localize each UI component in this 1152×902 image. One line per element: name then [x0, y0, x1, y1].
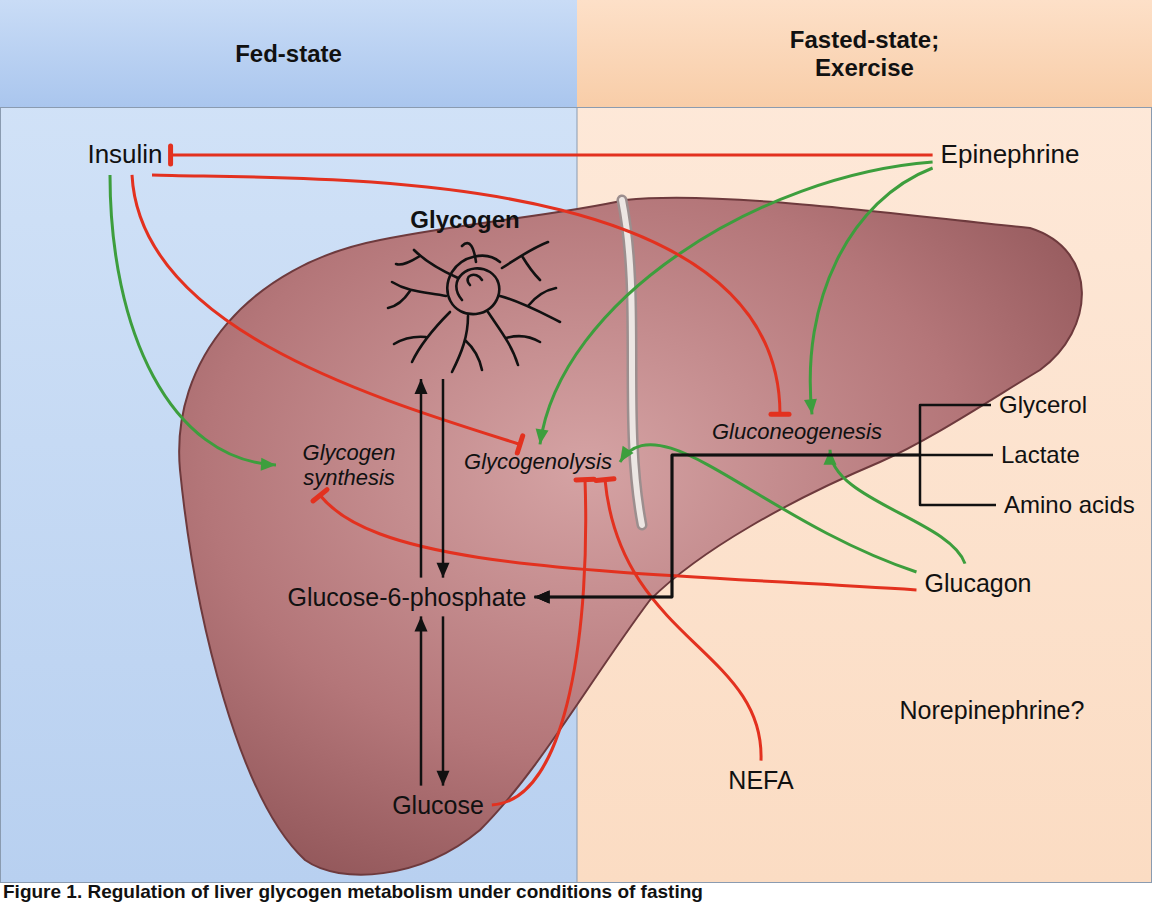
- hormone-label: Epinephrine: [937, 139, 1084, 171]
- node-text: Glycogen synthesis: [284, 440, 414, 491]
- inhibition-connector: [152, 175, 789, 414]
- activation-connector: [415, 616, 428, 785]
- connector-line: [620, 445, 917, 572]
- connector-line: [535, 455, 993, 597]
- inhibition-bar: [168, 146, 173, 164]
- figure-caption: Figure 1. Regulation of liver glycogen m…: [3, 882, 703, 901]
- arrow-head: [415, 379, 428, 394]
- activation-connector: [536, 162, 933, 444]
- node-text: Glycerol: [999, 391, 1087, 419]
- activation-connector: [437, 379, 450, 578]
- node-text: Glycogenolysis: [464, 449, 612, 474]
- process-label: Glycogen synthesis: [280, 439, 420, 492]
- header-band: Fasted-state; Exercise: [577, 0, 1152, 108]
- inhibition-bar: [313, 490, 327, 501]
- arrow-head: [620, 446, 634, 462]
- arrow-head: [437, 771, 450, 786]
- inhibition-connector: [492, 479, 594, 805]
- arrow-head: [535, 591, 550, 604]
- arrow-head: [536, 429, 549, 445]
- node-text: Amino acids: [1004, 491, 1135, 519]
- connector-line: [152, 175, 780, 414]
- node-text: Gluconeogenesis: [712, 419, 882, 444]
- node-text: Glucose-6-phosphate: [287, 583, 526, 612]
- connector-line: [420, 379, 423, 578]
- inhibition-bar: [771, 412, 789, 417]
- arrow-head: [824, 450, 837, 465]
- inhibition-connector: [313, 490, 917, 590]
- node-text: Glucose: [392, 791, 484, 820]
- metabolite-label: Glucose-6-phosphate: [283, 582, 530, 613]
- glycogen-store: Glycogen: [345, 205, 585, 375]
- process-label: Gluconeogenesis: [708, 418, 886, 445]
- glycogen-molecule: [388, 242, 560, 372]
- activation-connector: [437, 616, 450, 785]
- activation-connector: [535, 455, 993, 604]
- note-label: Norepinephrine?: [900, 696, 1085, 725]
- figure-frame: [1, 1, 1152, 883]
- hormone-label: Glucagon: [920, 568, 1035, 599]
- connector-line: [605, 480, 761, 761]
- connector-line: [492, 480, 586, 805]
- connector-line: [110, 175, 276, 465]
- falciform-ligament: [622, 200, 642, 525]
- arrow-head: [437, 563, 450, 578]
- activation-connector: [415, 379, 428, 578]
- connector-line: [132, 175, 520, 444]
- activation-connector: [804, 168, 933, 414]
- activation-connector: [620, 445, 917, 572]
- node-text: Insulin: [87, 140, 162, 170]
- inhibition-bar: [576, 477, 594, 483]
- inhibition-connector: [171, 146, 933, 164]
- connector-line: [420, 616, 423, 785]
- connector-line: [810, 168, 932, 414]
- substrate-label: Amino acids: [1000, 490, 1139, 520]
- inhibition-connector: [132, 175, 523, 453]
- process-label: Glycogenolysis: [460, 448, 616, 475]
- inhibition-bar: [596, 479, 614, 481]
- connector-line: [830, 450, 965, 564]
- connector-line: [535, 405, 991, 597]
- inhibition-connector: [596, 479, 761, 761]
- arrow-head: [535, 591, 550, 604]
- substrate-label: Glycerol: [995, 390, 1091, 420]
- header-band: Fed-state: [0, 0, 577, 108]
- node-text: Glycogen: [410, 206, 519, 234]
- metabolite-label: NEFA: [724, 765, 797, 796]
- arrow-head: [261, 458, 276, 471]
- liver-outline: [179, 198, 1082, 875]
- substrate-label: Lactate: [997, 440, 1084, 470]
- falciform-ligament-core: [622, 200, 642, 525]
- node-text: Fed-state: [235, 40, 342, 68]
- node-text: Epinephrine: [941, 140, 1080, 170]
- connector-line: [171, 153, 933, 156]
- activation-connector: [824, 450, 966, 564]
- arrow-head: [535, 591, 550, 604]
- hormone-label: Insulin: [83, 139, 166, 171]
- node-text: Glucagon: [924, 569, 1031, 598]
- node-text: NEFA: [728, 766, 793, 795]
- arrow-head: [804, 399, 817, 415]
- node-text: Fasted-state; Exercise: [770, 26, 960, 81]
- node-text: Lactate: [1001, 441, 1080, 469]
- connector-line: [540, 162, 933, 444]
- connector-line: [442, 616, 445, 785]
- arrow-head: [415, 616, 428, 631]
- connector-line: [442, 379, 445, 578]
- activation-connector: [110, 175, 276, 471]
- caption-ground: [0, 883, 1152, 902]
- metabolite-label: Glucose: [388, 790, 488, 821]
